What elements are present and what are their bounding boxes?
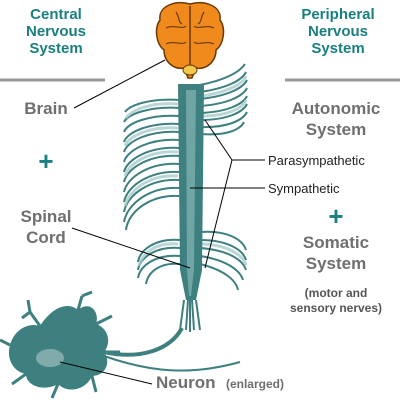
central-nervous-system-header: Central Nervous System (0, 6, 112, 57)
neuron-label: Neuron (156, 373, 216, 392)
autonomic-line: System (305, 120, 367, 139)
header-line: System (29, 40, 83, 57)
enlarged-label: (enlarged) (225, 377, 284, 391)
plus-right: + (328, 201, 344, 231)
neuron-caption: Neuron (enlarged) (156, 373, 284, 393)
spinal-label-line: Spinal (20, 207, 72, 226)
autonomic-line: Autonomic (291, 99, 381, 118)
right-nerve-fans-light (201, 75, 248, 266)
header-line: Central (30, 6, 82, 23)
somatic-note-line: sensory nerves) (289, 301, 383, 315)
sympathetic-label: Sympathetic (268, 181, 340, 196)
spinal-cord (178, 84, 204, 332)
somatic-system-label: Somatic System (272, 232, 400, 274)
somatic-line: Somatic (302, 233, 370, 252)
header-line: Nervous (25, 23, 87, 40)
left-nerve-fans-light (123, 102, 179, 267)
left-nerve-fans (123, 98, 181, 285)
spinal-label-line: Cord (26, 228, 66, 247)
somatic-note: (motor and sensory nerves) (272, 286, 400, 316)
brain (155, 2, 225, 79)
header-line: System (311, 40, 365, 57)
right-nerve-fans (199, 63, 248, 291)
somatic-note-line: (motor and (304, 286, 368, 300)
brain-label: Brain (24, 99, 68, 118)
peripheral-nervous-system-header: Peripheral Nervous System (276, 6, 400, 57)
spinal-cord-label: Spinal Cord (0, 206, 92, 248)
neuron (0, 290, 241, 399)
header-line: Nervous (307, 23, 369, 40)
autonomic-system-label: Autonomic System (272, 98, 400, 140)
header-line: Peripheral (301, 6, 375, 23)
plus-left: + (38, 146, 54, 176)
parasympathetic-label: Parasympathetic (268, 153, 365, 168)
leader-lines (59, 59, 265, 385)
somatic-line: System (305, 254, 367, 273)
